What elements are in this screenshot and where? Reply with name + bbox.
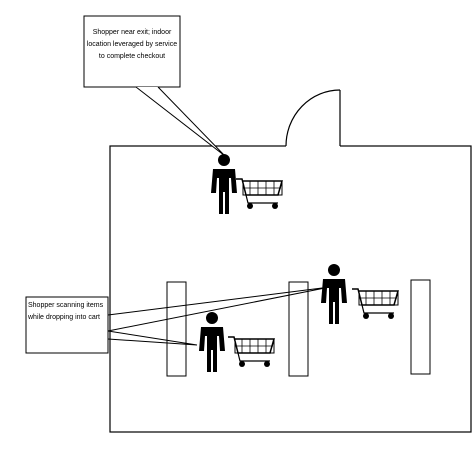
callout-box-scanning: [25, 296, 109, 354]
callout-text-exit: Shopper near exit; indoor location lever…: [86, 29, 178, 60]
shelf-right: [410, 279, 431, 375]
shopping-cart-icon: [235, 178, 283, 210]
shopper-left-aisle: [199, 312, 275, 372]
shelf-left: [166, 281, 187, 377]
shopping-cart-icon: [227, 336, 275, 368]
shelf-middle: [288, 281, 309, 377]
callout-pointer-to-left-shopper: [107, 330, 198, 346]
person-icon: [199, 312, 225, 372]
shopper-right-aisle: [321, 264, 399, 324]
callout-box-exit: [83, 15, 181, 88]
person-icon: [321, 264, 347, 324]
person-icon: [211, 154, 237, 214]
callout-text-scanning: Shopper scanning items while dropping in…: [28, 302, 104, 321]
shopping-cart-icon: [351, 288, 399, 320]
shopper-near-exit: [211, 154, 283, 214]
door-swing-arc: [285, 89, 341, 147]
